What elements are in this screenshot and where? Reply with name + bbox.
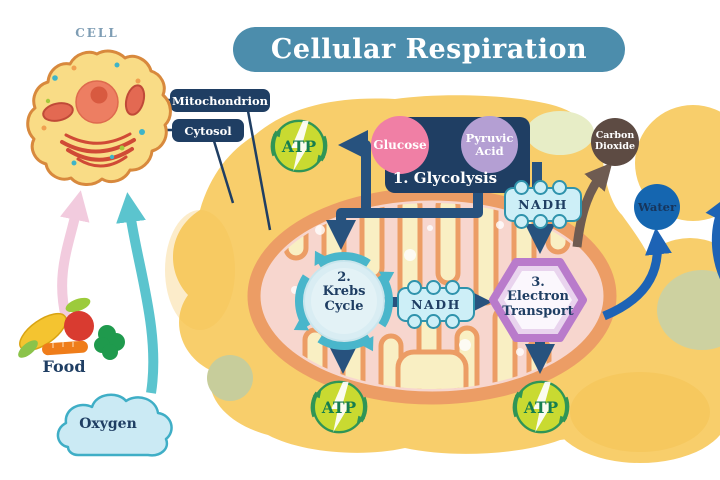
cell-mitochondria	[42, 84, 146, 122]
cell-illustration	[26, 49, 172, 186]
edge-water-arrow	[705, 194, 720, 279]
title-banner: Cellular Respiration	[233, 27, 625, 72]
lightning-bolt-icon	[291, 120, 311, 172]
corn-leaf-icon	[18, 340, 38, 358]
food-illustration	[18, 297, 125, 360]
atp-node-krebs: ATP	[310, 380, 368, 434]
nucleolus	[90, 86, 108, 104]
nadh-badge-krebs: NADH	[397, 280, 475, 329]
svg-text:ATP: ATP	[523, 398, 559, 417]
oxygen-label: Oxygen	[79, 416, 137, 432]
svg-text:ATP: ATP	[281, 137, 317, 156]
cytosol-callout: Cytosol	[172, 119, 244, 142]
glucose-node: Glucose	[371, 116, 429, 174]
electron-transport-node	[489, 258, 587, 342]
carbon-dioxide-node: Carbon Dioxide	[591, 118, 639, 166]
oxygen-arrow	[116, 192, 159, 394]
cell-label: CELL	[75, 26, 119, 40]
leaf-icon	[65, 297, 91, 313]
glycolysis-label: 1. Glycolysis	[392, 169, 498, 187]
cytoplasm-granules	[41, 62, 145, 166]
mitochondrion-callout: Mitochondrion	[170, 89, 270, 112]
atp-node-glycolysis: ATP	[270, 119, 328, 173]
food-label: Food	[42, 357, 86, 376]
krebs-cycle-ring	[295, 252, 393, 350]
krebs-cycle-label: 2. Krebs Cycle	[322, 270, 366, 314]
krebs-cycle-ring-arrowheads	[293, 250, 395, 352]
food-arrow	[57, 190, 90, 320]
water-node: Water	[634, 184, 680, 230]
svg-text:ATP: ATP	[321, 398, 357, 417]
water-arrow	[602, 227, 672, 321]
apple-icon	[64, 311, 94, 341]
oxygen-cloud	[56, 393, 173, 457]
nadh-label: NADH	[411, 297, 461, 312]
electron-transport-label: 3. Electron Transport	[502, 275, 574, 319]
pyruvic-acid-node: Pyruvic Acid	[461, 116, 518, 173]
atp-node-electron-transport: ATP	[512, 380, 570, 434]
carbon-dioxide-arrow	[572, 162, 613, 248]
nadh-label: NADH	[518, 197, 568, 212]
endoplasmic-reticulum	[60, 132, 136, 168]
nadh-badge-glycolysis: NADH	[504, 180, 582, 229]
krebs-cycle-node	[293, 250, 395, 352]
page-title: Cellular Respiration	[270, 34, 588, 65]
broccoli-icon	[94, 325, 125, 360]
